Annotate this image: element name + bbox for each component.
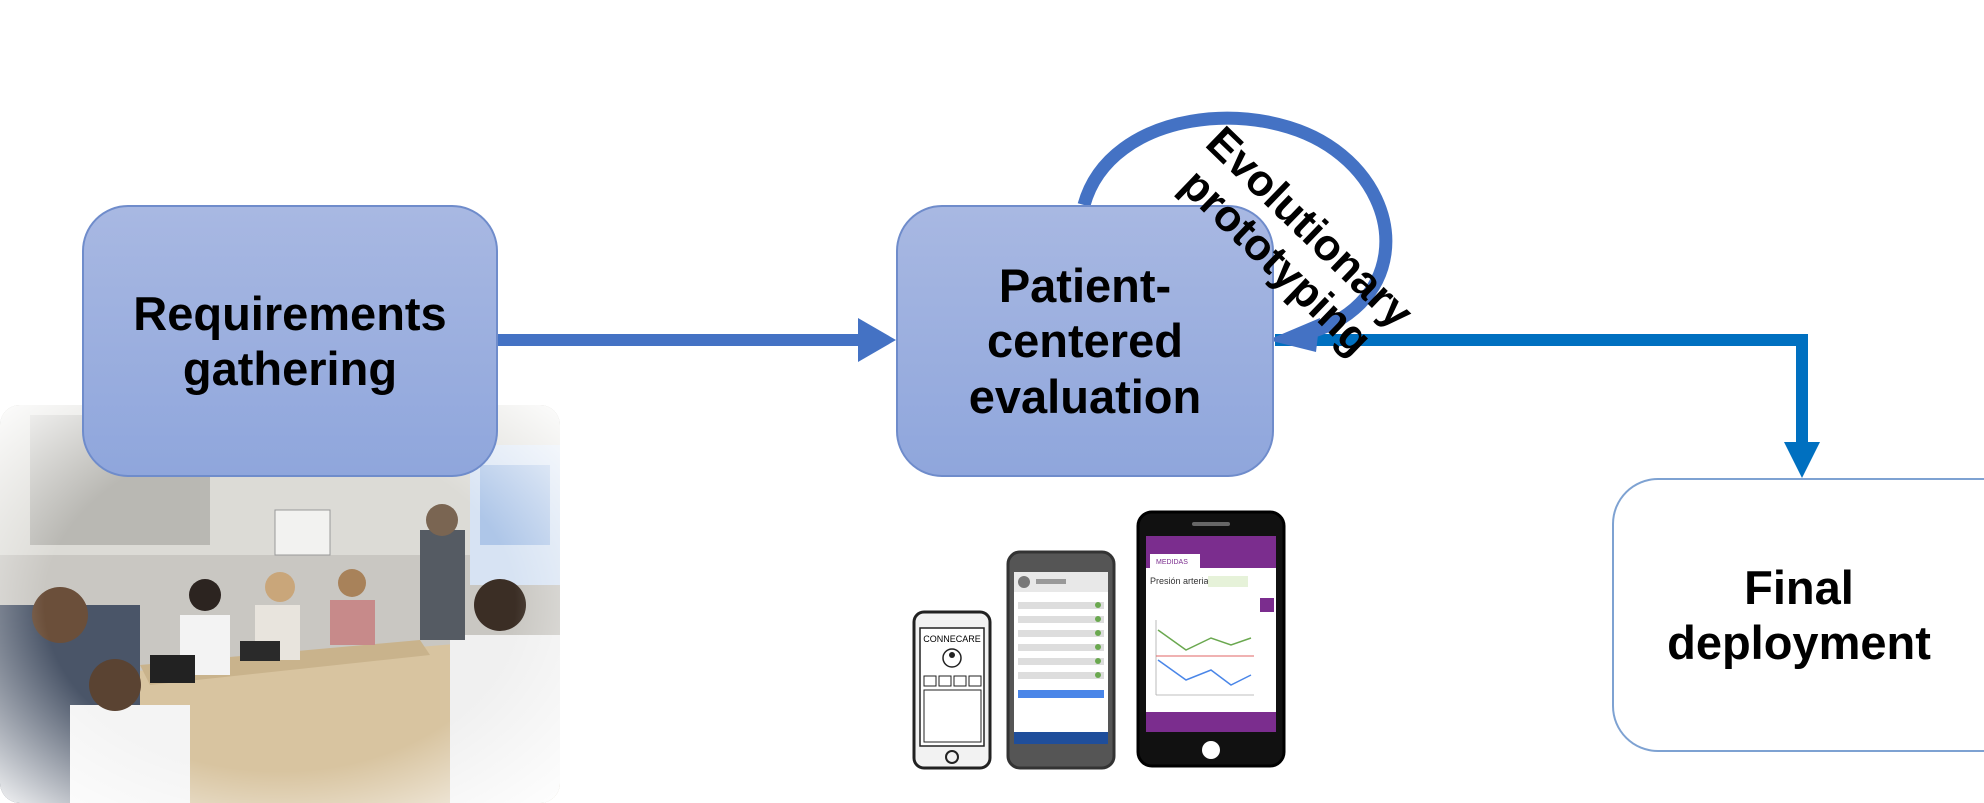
- deployment-label: Final deployment: [1667, 560, 1931, 669]
- requirements-label: Requirements gathering: [133, 286, 447, 395]
- step-patient-centered-evaluation: Patient- centered evaluation: [896, 205, 1274, 477]
- phone-measurements-app: MEDIDAS Presión arterial: [1136, 510, 1286, 768]
- arrowhead-evaluation: [858, 318, 896, 362]
- evaluation-label: Patient- centered evaluation: [968, 258, 1202, 423]
- step-final-deployment: Final deployment: [1612, 478, 1984, 752]
- tablet-header: MEDIDAS: [1156, 559, 1188, 566]
- small-app-title: CONNECARE: [923, 634, 981, 644]
- loop-arrow-evolutionary: [1077, 111, 1393, 342]
- loop-arrowhead: [1268, 318, 1320, 352]
- arrowhead-deployment: [1784, 442, 1820, 478]
- arrow-evaluation-to-deployment: [1275, 334, 1808, 445]
- step-requirements-gathering: Requirements gathering: [82, 205, 498, 477]
- tablet-metric: Presión arterial: [1150, 576, 1211, 586]
- phone-app-list: [1006, 550, 1116, 770]
- phone-sketch-mockup: CONNECARE: [912, 610, 992, 770]
